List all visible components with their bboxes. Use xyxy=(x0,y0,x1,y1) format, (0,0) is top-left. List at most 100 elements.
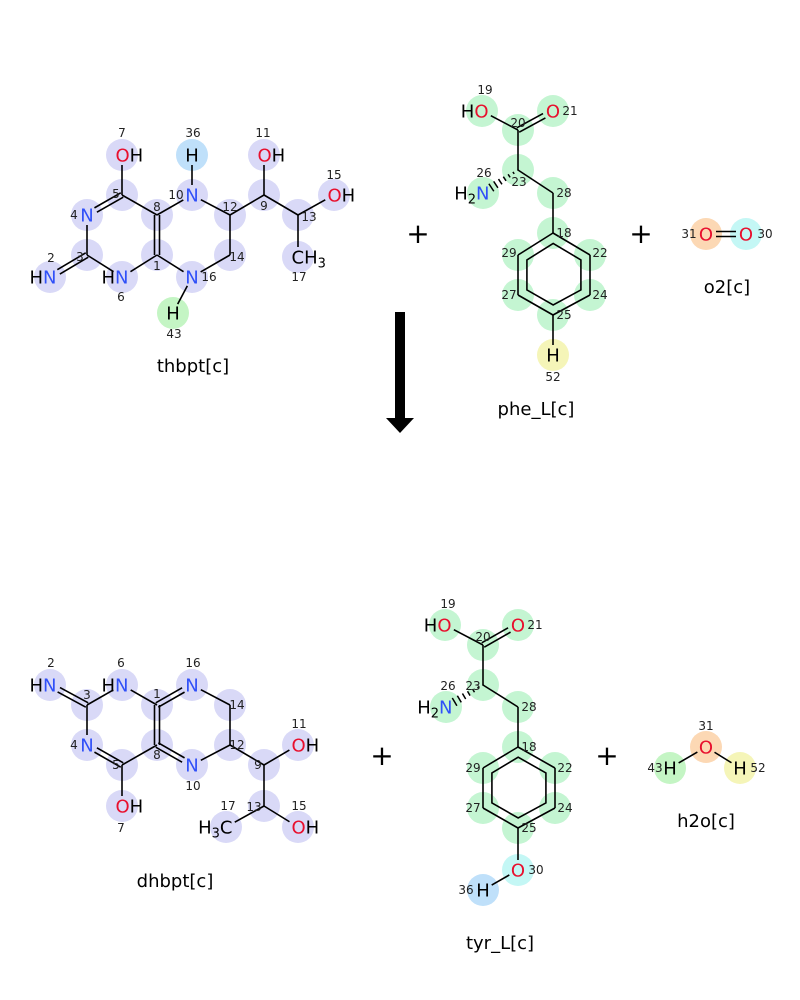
single-bond xyxy=(86,254,114,273)
single-bond xyxy=(482,684,519,708)
double-bond xyxy=(153,705,161,745)
plus-sign: + xyxy=(370,739,393,772)
single-bond xyxy=(200,254,231,273)
atom-number: 29 xyxy=(465,761,480,775)
single-bond xyxy=(200,688,231,706)
atom-number: 2 xyxy=(47,656,55,670)
atom-number: 23 xyxy=(511,175,526,189)
atom-number: 15 xyxy=(326,168,341,182)
atom-number: 12 xyxy=(229,738,244,752)
atom-label: H xyxy=(546,346,560,367)
atom-number: 11 xyxy=(255,126,270,140)
single-bond xyxy=(263,805,290,823)
atom-label: HO xyxy=(461,102,489,123)
single-bond xyxy=(176,285,189,305)
single-bond xyxy=(517,807,556,829)
single-bond xyxy=(200,744,231,762)
atom-label: CH3 xyxy=(292,248,326,272)
single-bond xyxy=(200,198,231,216)
atom-highlight xyxy=(690,218,722,250)
molecule-name: o2[c] xyxy=(704,277,750,298)
single-bond xyxy=(552,294,591,316)
single-bond xyxy=(517,294,554,316)
atom-highlight xyxy=(106,669,138,701)
atom-number: 15 xyxy=(291,799,306,813)
atom-label: OH xyxy=(328,186,356,207)
atom-label: N xyxy=(80,206,93,227)
atom-highlight xyxy=(106,139,138,171)
single-bond xyxy=(156,199,184,216)
single-bond xyxy=(86,689,114,706)
atom-number: 52 xyxy=(545,370,560,384)
atom-number: 4 xyxy=(70,208,78,222)
atom-number: 21 xyxy=(562,104,577,118)
single-bond xyxy=(121,194,158,216)
atom-number: 10 xyxy=(185,779,200,793)
atom-number: 6 xyxy=(117,290,125,304)
single-bond xyxy=(517,169,554,194)
atom-number: 21 xyxy=(527,618,542,632)
atom-label: N xyxy=(185,756,198,777)
single-bond xyxy=(453,628,484,646)
atom-label: O xyxy=(546,102,560,123)
atom-number: 18 xyxy=(556,226,571,240)
atom-label: HO xyxy=(424,616,452,637)
single-bond xyxy=(297,199,326,216)
atom-label: HN xyxy=(101,676,128,697)
atom-number: 28 xyxy=(556,186,571,200)
atom-label: OH xyxy=(116,146,144,167)
atom-highlight xyxy=(467,177,499,209)
atom-number: 29 xyxy=(501,246,516,260)
single-bond xyxy=(263,749,290,766)
atom-label: H2N xyxy=(417,698,452,722)
single-bond xyxy=(234,805,265,823)
atom-highlight xyxy=(176,261,208,293)
atom-number: 43 xyxy=(647,761,662,775)
atom-number: 4 xyxy=(70,738,78,752)
atom-number: 20 xyxy=(475,630,490,644)
molecule-name: thbpt[c] xyxy=(157,356,229,377)
atom-number: 9 xyxy=(254,758,262,772)
atom-label: H xyxy=(663,759,677,780)
atom-label: O xyxy=(511,861,525,882)
single-bond xyxy=(156,254,184,273)
atom-number: 24 xyxy=(592,288,607,302)
atom-highlight xyxy=(282,811,314,843)
atom-highlight xyxy=(429,609,461,641)
molecule-name: phe_L[c] xyxy=(498,399,575,420)
molecule-name: tyr_L[c] xyxy=(466,933,534,954)
atom-number: 5 xyxy=(112,758,120,772)
atom-highlight xyxy=(654,752,686,784)
atom-number: 10 xyxy=(168,188,183,202)
atom-highlight xyxy=(430,691,462,723)
single-bond xyxy=(482,807,519,829)
atom-highlight xyxy=(210,811,242,843)
atom-label: OH xyxy=(292,736,320,757)
atom-number: 6 xyxy=(117,656,125,670)
atom-number: 22 xyxy=(557,761,572,775)
atom-label: HN xyxy=(29,268,56,289)
single-bond xyxy=(482,746,519,769)
molecule-name: h2o[c] xyxy=(677,811,735,832)
atom-label: N xyxy=(80,736,93,757)
molecule-name: dhbpt[c] xyxy=(137,871,214,892)
atom-highlight xyxy=(690,731,722,763)
atom-highlight xyxy=(176,179,208,211)
atom-number: 25 xyxy=(521,821,536,835)
single-bond xyxy=(491,874,510,886)
atom-number: 3 xyxy=(83,688,91,702)
atom-highlight xyxy=(537,339,569,371)
double-bond xyxy=(155,687,185,708)
atom-label: OH xyxy=(116,797,144,818)
atom-label: H2N xyxy=(454,184,489,208)
double-bond xyxy=(516,112,546,133)
atom-number: 17 xyxy=(291,270,306,284)
atom-label: OH xyxy=(292,818,320,839)
atom-label: N xyxy=(185,268,198,289)
atom-number: 11 xyxy=(291,717,306,731)
